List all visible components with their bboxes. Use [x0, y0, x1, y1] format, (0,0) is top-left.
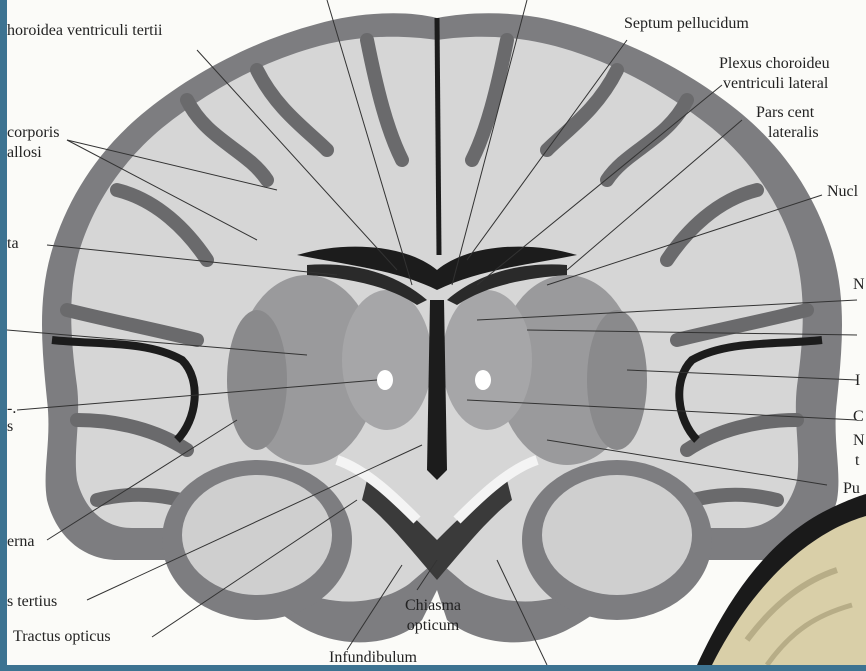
label-n-right: N	[853, 276, 865, 293]
label-ta: ta	[7, 235, 19, 252]
label-chiasma-2: opticum	[393, 617, 473, 634]
label-tractus-opticus: Tractus opticus	[13, 628, 111, 645]
label-t-right: t	[855, 452, 859, 469]
left-border-frame	[0, 0, 7, 671]
third-ventricle	[427, 300, 447, 480]
putamen-left	[227, 310, 287, 450]
white-spot-left	[377, 370, 393, 390]
label-s-left: s	[7, 418, 13, 435]
label-plexus-2: ventriculi lateral	[723, 75, 828, 92]
label-pars-1: Pars cent	[756, 104, 814, 121]
bottom-border-frame	[0, 665, 866, 671]
label-s-tertius: s tertius	[7, 593, 57, 610]
label-choroidea: horoidea ventriculi tertii	[7, 22, 163, 39]
white-spot-right	[475, 370, 491, 390]
label-n-right-2: N	[853, 432, 865, 449]
label-septum: Septum pellucidum	[624, 15, 749, 32]
label-nucl: Nucl	[827, 183, 858, 200]
temporal-lobe-right-inner	[542, 475, 692, 595]
label-pars-2: lateralis	[768, 124, 819, 141]
brain-coronal-section-illustration	[7, 0, 866, 665]
label-c-right: C	[853, 408, 864, 425]
label-plexus-1: Plexus choroideu	[719, 55, 830, 72]
longitudinal-fissure	[437, 18, 439, 255]
label-erna: erna	[7, 533, 35, 550]
thalamus-left	[342, 290, 432, 430]
label-infundibulum: Infundibulum	[329, 649, 417, 665]
thalamus-right	[442, 290, 532, 430]
label-corporis-2: allosi	[7, 144, 42, 161]
anatomical-plate: horoidea ventriculi tertii Septum pelluc…	[7, 0, 866, 665]
temporal-lobe-left-inner	[182, 475, 332, 595]
label-i-right: I	[855, 372, 860, 389]
label-pu-right: Pu	[843, 480, 860, 497]
label-dot-left: -.	[7, 400, 16, 417]
label-chiasma-1: Chiasma	[393, 597, 473, 614]
label-corporis-1: corporis	[7, 124, 59, 141]
